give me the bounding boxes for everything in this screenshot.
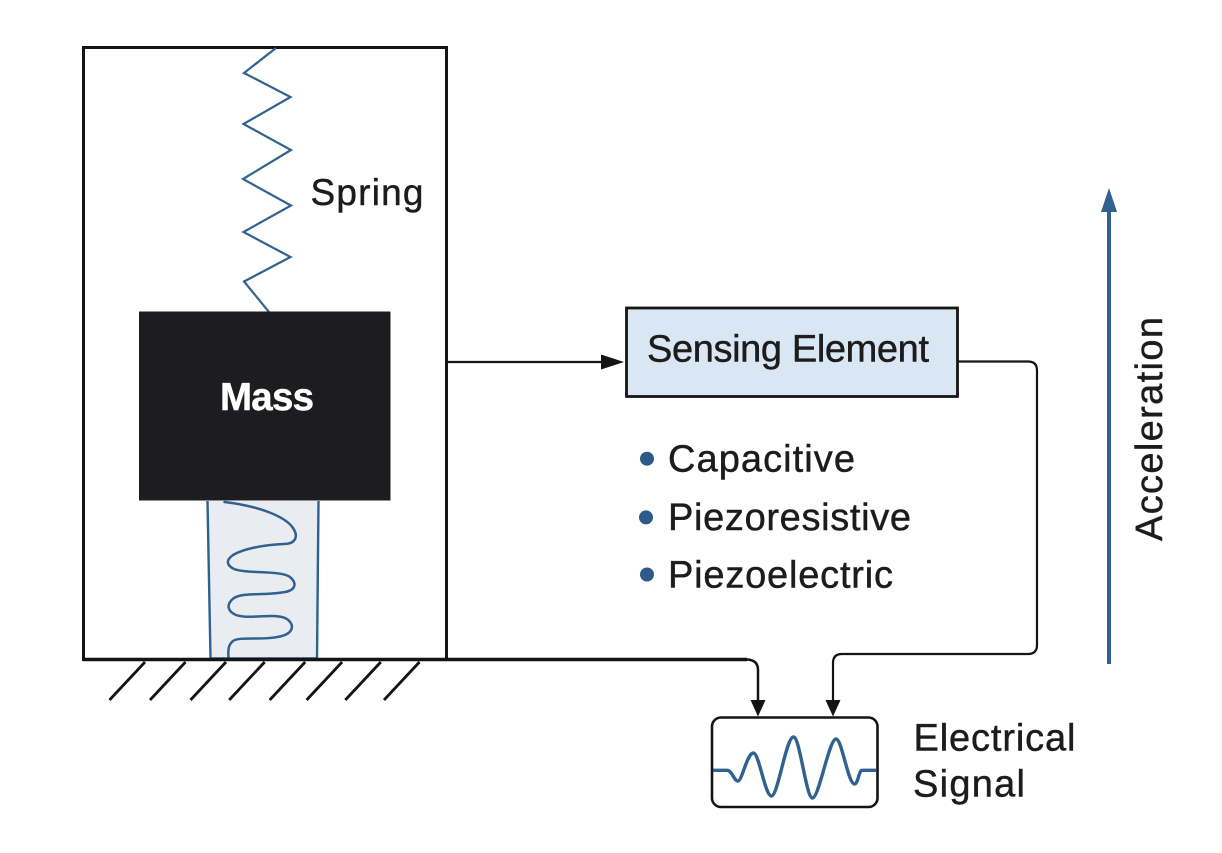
svg-text:Signal: Signal	[913, 764, 1025, 806]
svg-text:Spring: Spring	[311, 172, 424, 213]
svg-text:Capacitive: Capacitive	[668, 439, 855, 481]
svg-text:Piezoresistive: Piezoresistive	[668, 497, 911, 539]
svg-text:Mass: Mass	[220, 376, 314, 419]
svg-text:Piezoelectric: Piezoelectric	[668, 554, 893, 596]
svg-text:Electrical: Electrical	[914, 718, 1076, 760]
svg-text:Acceleration: Acceleration	[1129, 317, 1171, 541]
svg-text:Sensing Element: Sensing Element	[647, 329, 929, 371]
